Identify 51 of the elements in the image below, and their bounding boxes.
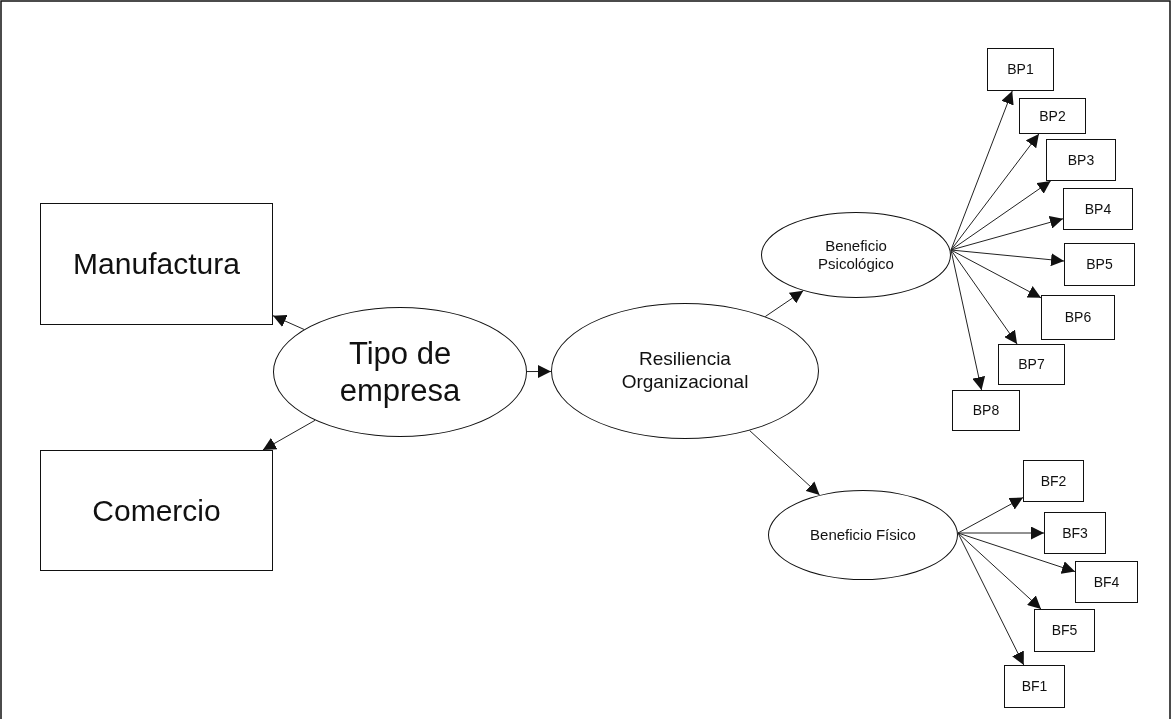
node-label: BF5: [1051, 622, 1078, 639]
node-label: Beneficio Físico: [810, 526, 916, 544]
node-label: Manufactura: [73, 246, 240, 282]
box-node: [40, 450, 273, 571]
arrow: [957, 497, 1024, 534]
arrow: [957, 532, 1076, 574]
box-node: [998, 344, 1065, 385]
node-label: BP4: [1084, 200, 1112, 218]
box-node: [1034, 609, 1095, 652]
box-node: [1064, 243, 1135, 286]
node-label: BP5: [1086, 256, 1113, 273]
arrow: [950, 216, 1064, 251]
box-node: [952, 390, 1020, 431]
arrow: [262, 419, 316, 451]
node-label: BP7: [1018, 356, 1045, 373]
node-label: BP6: [1064, 309, 1092, 326]
node-label: Comercio: [92, 492, 221, 529]
arrow: [950, 133, 1040, 251]
arrow: [526, 365, 552, 378]
box-node: [1004, 665, 1065, 708]
box-node: [1075, 561, 1138, 603]
box-node: [987, 48, 1054, 91]
arrow: [950, 249, 1065, 267]
arrow: [950, 180, 1052, 251]
node-label: BP8: [972, 402, 1000, 419]
box-node: [1041, 295, 1115, 340]
box-node: [1046, 139, 1116, 181]
arrow: [950, 90, 1014, 251]
node-label: BF3: [1062, 524, 1088, 542]
arrow: [950, 249, 1018, 345]
box-node: [1063, 188, 1133, 230]
node-label: BF4: [1093, 573, 1120, 591]
box-node: [1044, 512, 1106, 554]
arrow: [272, 315, 305, 330]
arrow: [749, 430, 821, 496]
arrow: [957, 532, 1042, 610]
arrow: [957, 532, 1025, 666]
arrow: [950, 249, 986, 391]
arrow: [950, 249, 1042, 299]
box-node: [1023, 460, 1084, 502]
node-label: Resiliencia Organizacional: [620, 348, 750, 394]
node-label: BF1: [1021, 678, 1048, 695]
box-node: [1019, 98, 1086, 134]
box-node: [40, 203, 273, 325]
node-label: BP2: [1039, 107, 1066, 125]
node-label: Tipo de empresa: [338, 334, 462, 410]
node-label: Beneficio Psicológico: [817, 237, 895, 273]
node-label: BP3: [1067, 151, 1095, 169]
node-label: BP1: [1007, 61, 1034, 78]
node-label: BF2: [1040, 472, 1067, 490]
arrow: [764, 290, 804, 318]
